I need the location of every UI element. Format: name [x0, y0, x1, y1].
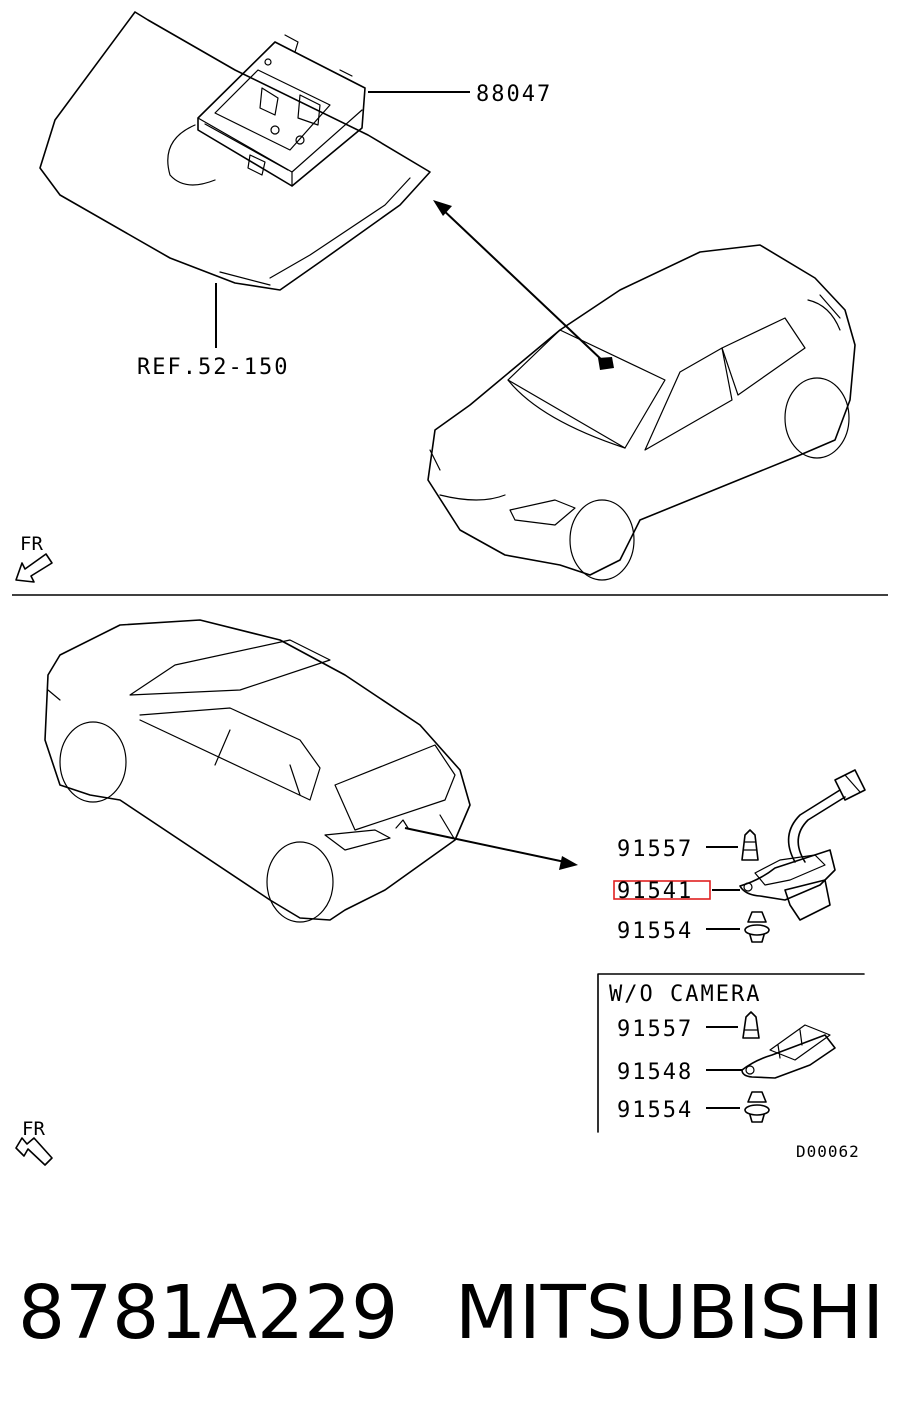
variant-part-label-91548: 91548 — [617, 1060, 693, 1085]
fr-arrow-icon-bottom — [15, 1137, 53, 1166]
variant-grommet-91554 — [744, 1091, 770, 1123]
variant-part-label-91554: 91554 — [617, 1098, 693, 1123]
part-number-caption: 8781A229 — [18, 1270, 398, 1356]
variant-clip-91557 — [742, 1011, 760, 1039]
brand-caption: MITSUBISHI — [455, 1270, 884, 1356]
ref-label: REF.52-150 — [137, 355, 289, 380]
variant-box: W/O CAMERA 91557 91548 91554 — [597, 973, 865, 1133]
fr-arrow-icon — [15, 553, 53, 583]
camera-module-88047 — [197, 34, 366, 187]
variant-part-label-91557: 91557 — [617, 1017, 693, 1042]
highlight-box-91541 — [613, 880, 711, 900]
fr-indicator-bottom: FR — [15, 1118, 53, 1166]
diagram-code: D00062 — [796, 1142, 860, 1161]
part-label-91557: 91557 — [617, 837, 693, 862]
part-label-88047: 88047 — [476, 82, 552, 107]
clip-91557 — [741, 829, 759, 861]
camera-91541 — [739, 769, 866, 921]
fr-indicator-top: FR — [15, 533, 53, 583]
part-label-91541: 91541 — [617, 879, 693, 904]
location-arrow-top — [433, 200, 614, 370]
windshield-panel — [39, 11, 431, 291]
vehicle-rear-view — [44, 619, 471, 923]
variant-title: W/O CAMERA — [609, 982, 761, 1007]
fr-label-top: FR — [20, 533, 43, 555]
location-arrow-bottom — [395, 819, 578, 870]
vehicle-front-view — [427, 244, 856, 581]
part-label-91554: 91554 — [617, 919, 693, 944]
cover-91548 — [741, 1024, 836, 1079]
grommet-91554 — [744, 911, 770, 943]
fr-label-bottom: FR — [22, 1118, 45, 1140]
